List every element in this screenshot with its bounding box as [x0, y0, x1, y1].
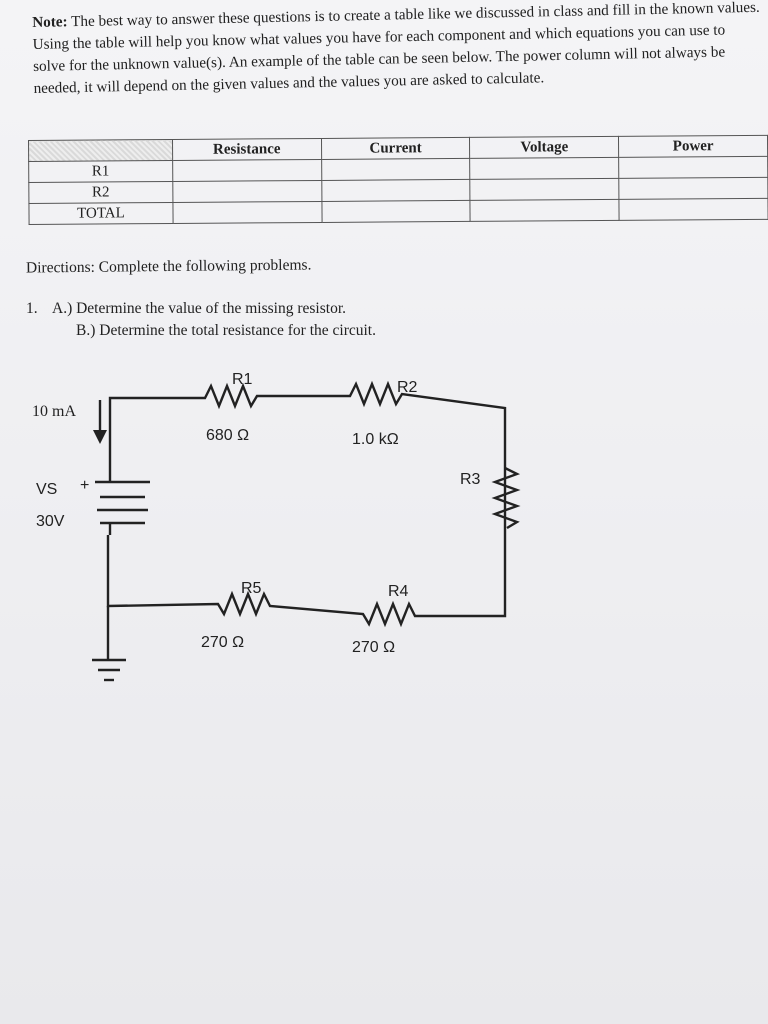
- table-cell: [321, 158, 471, 181]
- table-row-label: R1: [28, 160, 173, 183]
- table-header-voltage: Voltage: [469, 136, 619, 159]
- r4-name-label: R4: [388, 583, 409, 600]
- note-label: Note:: [32, 13, 68, 31]
- table-cell: [172, 159, 322, 182]
- current-label: 10 mA: [32, 403, 76, 420]
- table-cell: [172, 180, 322, 203]
- table-row-label: R2: [28, 181, 173, 204]
- table-cell: [470, 157, 619, 180]
- problem-part-a: A.) Determine the value of the missing r…: [52, 300, 347, 317]
- r4-value-label: 270 Ω: [352, 639, 395, 656]
- source-plus-label: +: [80, 477, 89, 494]
- problem-number: 1.: [26, 300, 38, 317]
- table-row: TOTAL: [28, 198, 768, 225]
- table-cell: [618, 156, 768, 179]
- bottom-wire: [106, 535, 507, 628]
- table-header-resistance: Resistance: [172, 138, 322, 161]
- r2-value-label: 1.0 kΩ: [352, 431, 399, 448]
- r5-name-label: R5: [241, 580, 262, 597]
- values-table: Resistance Current Voltage Power R1 R2 T…: [28, 135, 768, 225]
- table-cell: [618, 177, 768, 200]
- r3-resistor: [491, 466, 521, 530]
- table-row-label: TOTAL: [28, 202, 173, 225]
- problem-part-b: B.) Determine the total resistance for t…: [76, 322, 376, 339]
- r3-name-label: R3: [460, 471, 481, 488]
- source-name-label: VS: [36, 481, 57, 498]
- problem-1: 1. A.) Determine the value of the missin…: [26, 298, 376, 339]
- r1-value-label: 680 Ω: [206, 427, 249, 444]
- note-paragraph: Note: The best way to answer these quest…: [32, 0, 762, 100]
- top-wire: [108, 380, 507, 590]
- source-value-label: 30V: [36, 513, 65, 530]
- r1-name-label: R1: [232, 371, 253, 388]
- table-cell: [470, 178, 620, 201]
- table-cell: [321, 179, 471, 202]
- directions-text: Directions: Complete the following probl…: [25, 256, 312, 277]
- current-arrow-head-icon: [93, 430, 107, 444]
- table-header-corner: [28, 139, 173, 162]
- table-header-power: Power: [618, 135, 768, 158]
- r5-value-label: 270 Ω: [201, 634, 244, 651]
- table-header-current: Current: [321, 137, 471, 160]
- circuit-diagram: 10 mA VS + 30V R1 680 Ω R2 1.0 kΩ R3 R5 …: [32, 371, 521, 682]
- note-text: The best way to answer these questions i…: [32, 0, 760, 97]
- table-cell: [172, 201, 322, 224]
- r2-name-label: R2: [397, 379, 418, 396]
- table-cell: [321, 200, 471, 223]
- table-cell: [619, 198, 768, 221]
- table-cell: [470, 199, 620, 222]
